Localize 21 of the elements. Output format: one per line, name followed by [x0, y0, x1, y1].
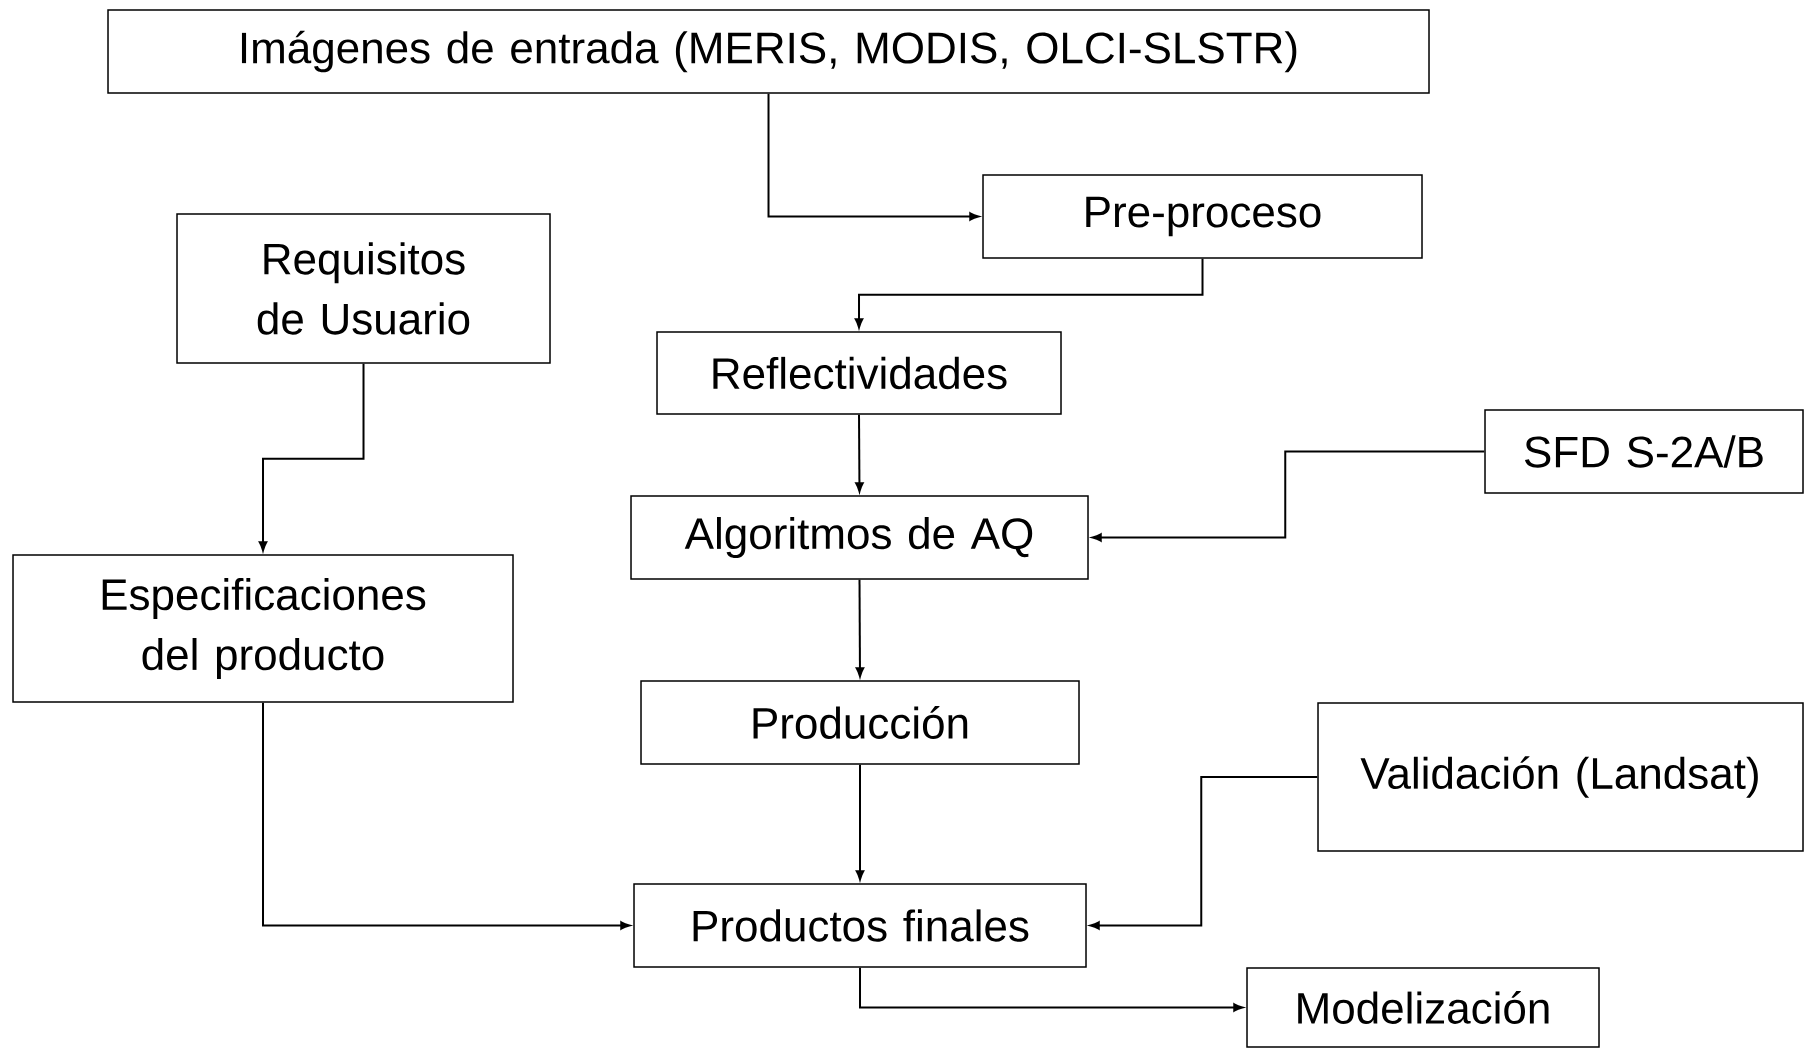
- process-box: Requisitos de Usuario: [176, 213, 551, 364]
- arrow: [1089, 776, 1319, 930]
- process-box: Pre-proceso: [982, 174, 1423, 259]
- arrow: [258, 362, 365, 552]
- arrow: [855, 413, 864, 493]
- arrow: [859, 966, 1244, 1012]
- arrow: [855, 578, 865, 678]
- process-box: Imágenes de entrada (MERIS, MODIS, OLCI-SLSTR): [107, 9, 1430, 94]
- process-box: Producción: [640, 680, 1080, 765]
- process-box: Modelización: [1246, 967, 1600, 1048]
- process-box: Algoritmos de AQ: [630, 495, 1089, 580]
- process-box: SFD S-2A/B: [1484, 409, 1804, 494]
- arrow: [854, 257, 1204, 329]
- arrow: [767, 92, 980, 221]
- arrow: [1091, 450, 1486, 542]
- process-box: Validación (Landsat): [1317, 702, 1804, 852]
- arrow: [855, 763, 865, 881]
- process-box: Productos finales: [633, 883, 1087, 968]
- process-box: Reflectividades: [656, 331, 1062, 415]
- process-box: Especificaciones del producto: [12, 554, 514, 703]
- arrow: [262, 701, 631, 930]
